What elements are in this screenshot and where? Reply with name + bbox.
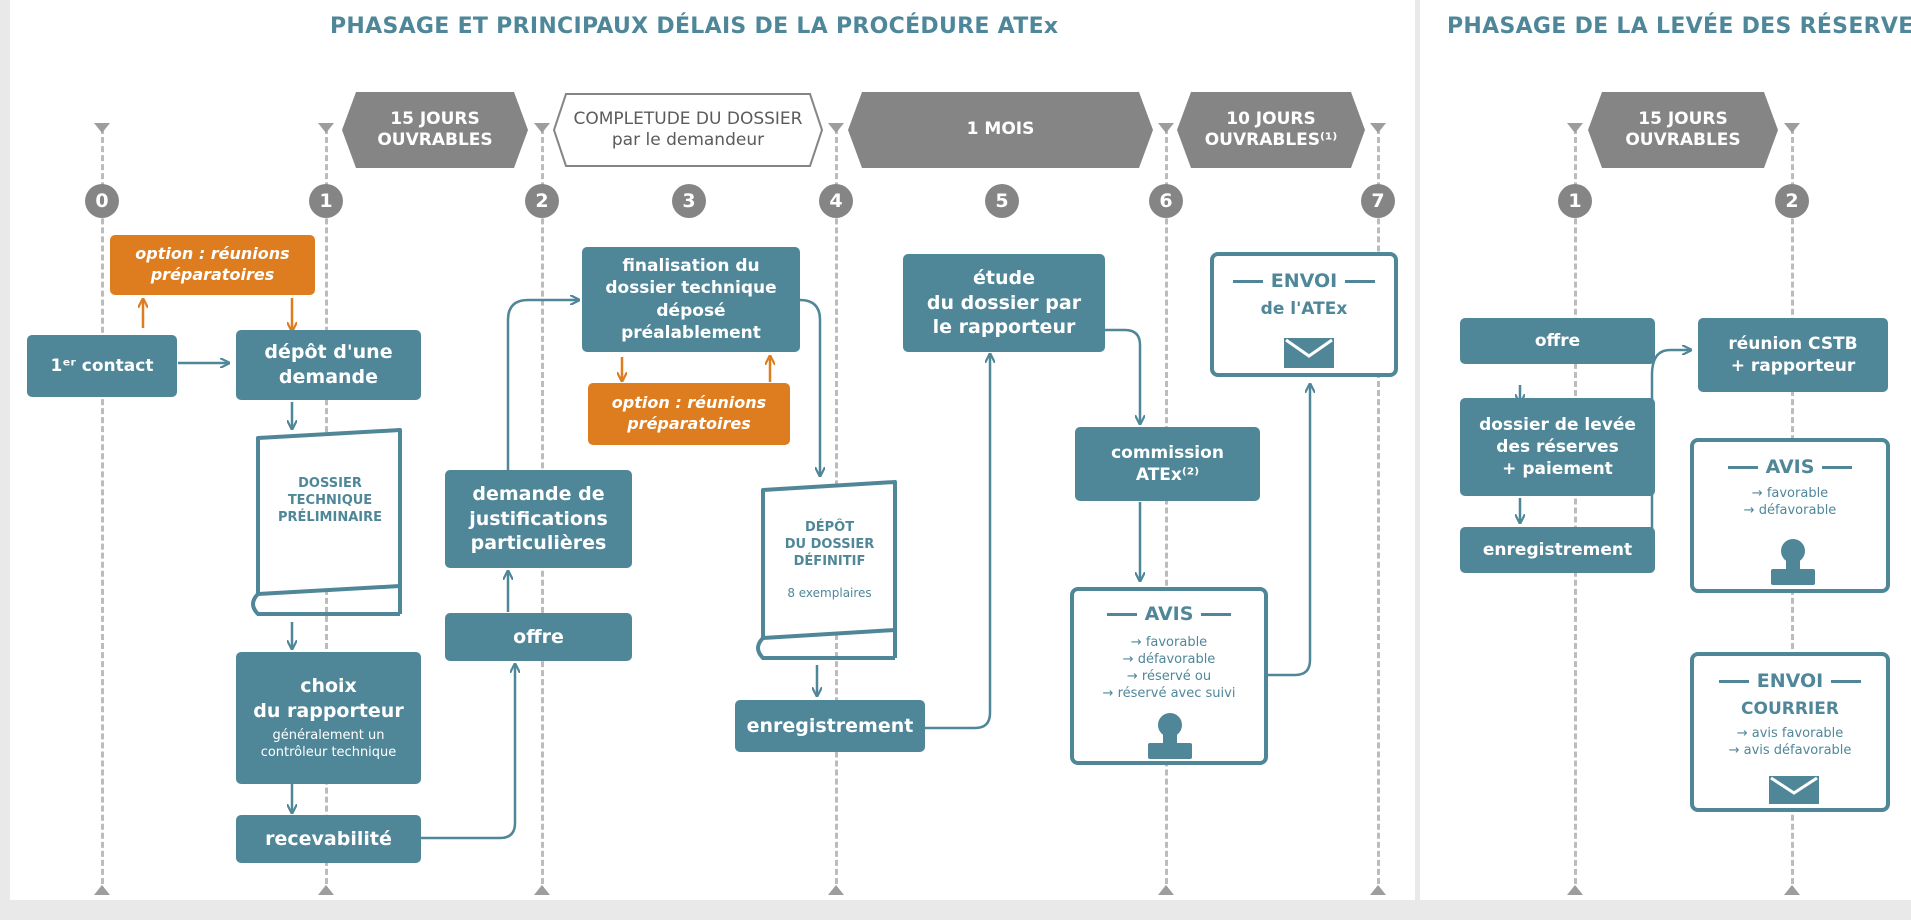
left-title: PHASAGE ET PRINCIPAUX DÉLAIS DE LA PROCÉ… [330, 14, 1059, 39]
dossier-preliminaire-book: DOSSIER TECHNIQUE PRÉLIMINAIRE [250, 428, 410, 626]
right-step-1: 1 [1558, 184, 1592, 218]
recevabilite-box: recevabilité [236, 815, 421, 863]
envoi-sub: de l'ATEx [1260, 299, 1348, 319]
right-dossier-levee-box: dossier de levée des réserves + paiement [1460, 398, 1655, 496]
first-contact-box: 1ᵉʳ contact [27, 335, 177, 397]
marker-up-icon [534, 885, 550, 895]
marker-down-icon [94, 123, 110, 133]
band-completude: COMPLETUDE DU DOSSIER par le demandeur [552, 92, 824, 168]
step-6: 6 [1149, 184, 1183, 218]
option-reunions-box: option : réunions préparatoires [588, 383, 790, 445]
envoi-title: ENVOI [1270, 270, 1338, 292]
depot-definitif-book: DÉPÔT DU DOSSIER DÉFINITIF 8 exemplaires [755, 480, 905, 668]
dossier-preliminaire-label: DOSSIER TECHNIQUE PRÉLIMINAIRE [278, 476, 382, 525]
step-0: 0 [85, 184, 119, 218]
avis-title: AVIS [1144, 603, 1194, 625]
finalisation-box: finalisation du dossier technique déposé… [582, 247, 800, 352]
step-3: 3 [672, 184, 706, 218]
demande-justifications-box: demande de justifications particulières [445, 470, 632, 568]
choix-rapporteur-box: choix du rapporteur généralement un cont… [236, 652, 421, 784]
right-envoi-title: ENVOI [1756, 670, 1824, 692]
offre-box: offre [445, 613, 632, 661]
marker-down-icon [1567, 123, 1583, 133]
option-reunions-box: option : réunions préparatoires [110, 235, 315, 295]
etude-rapporteur-box: étude du dossier par le rapporteur [903, 254, 1105, 352]
marker-down-icon [1784, 123, 1800, 133]
step-1: 1 [309, 184, 343, 218]
right-envoi-items: → avis favorable → avis défavorable [1728, 726, 1852, 758]
commission-atex-box: commission ATEx⁽²⁾ [1075, 427, 1260, 501]
step-2: 2 [525, 184, 559, 218]
right-avis-card: AVIS → favorable → défavorable [1690, 438, 1890, 593]
right-reunion-cstb-box: réunion CSTB + rapporteur [1698, 318, 1888, 392]
band-10-jours: 10 JOURS OUVRABLES⁽¹⁾ [1177, 92, 1365, 168]
right-offre-box: offre [1460, 318, 1655, 364]
step-4: 4 [819, 184, 853, 218]
marker-up-icon [1567, 885, 1583, 895]
stamp-icon [1148, 713, 1192, 759]
step-7: 7 [1361, 184, 1395, 218]
timeline-r1 [1574, 128, 1577, 893]
timeline-7 [1377, 128, 1380, 893]
right-avis-title: AVIS [1765, 456, 1815, 478]
stamp-icon [1771, 539, 1815, 585]
enregistrement-box: enregistrement [735, 700, 925, 752]
right-step-2: 2 [1775, 184, 1809, 218]
depot-demande-box: dépôt d'une demande [236, 330, 421, 400]
timeline-6 [1165, 128, 1168, 893]
marker-up-icon [828, 885, 844, 895]
choix-rapporteur-title: choix du rapporteur [253, 675, 404, 723]
book-icon [251, 428, 402, 616]
avis-card: AVIS → favorable → défavorable → réservé… [1070, 587, 1268, 765]
envelope-icon [1284, 338, 1334, 368]
marker-up-icon [1158, 885, 1174, 895]
step-5: 5 [985, 184, 1019, 218]
marker-down-icon [1370, 123, 1386, 133]
right-envoi-sub: COURRIER [1741, 699, 1839, 719]
band-right-15-jours: 15 JOURS OUVRABLES [1588, 92, 1778, 168]
marker-up-icon [94, 885, 110, 895]
marker-down-icon [318, 123, 334, 133]
envoi-atex-card: ENVOI de l'ATEx [1210, 252, 1398, 377]
right-enregistrement-box: enregistrement [1460, 527, 1655, 573]
book-icon [756, 480, 897, 660]
marker-up-icon [1370, 885, 1386, 895]
choix-rapporteur-sub: généralement un contrôleur technique [260, 727, 397, 760]
right-avis-items: → favorable → défavorable [1743, 486, 1837, 518]
exemplaires-label: 8 exemplaires [787, 586, 872, 600]
avis-items: → favorable → défavorable → réservé ou →… [1102, 635, 1236, 701]
band-1-mois: 1 MOIS [848, 92, 1153, 168]
marker-down-icon [1158, 123, 1174, 133]
marker-down-icon [828, 123, 844, 133]
marker-up-icon [1784, 885, 1800, 895]
depot-definitif-label: DÉPÔT DU DOSSIER DÉFINITIF [784, 520, 875, 569]
timeline-0 [101, 128, 104, 893]
envelope-icon [1769, 776, 1819, 804]
marker-up-icon [318, 885, 334, 895]
right-title: PHASAGE DE LA LEVÉE DES RÉSERVES [1447, 14, 1911, 39]
right-envoi-courrier-card: ENVOI COURRIER → avis favorable → avis d… [1690, 652, 1890, 812]
marker-down-icon [534, 123, 550, 133]
band-15-jours: 15 JOURS OUVRABLES [342, 92, 528, 168]
